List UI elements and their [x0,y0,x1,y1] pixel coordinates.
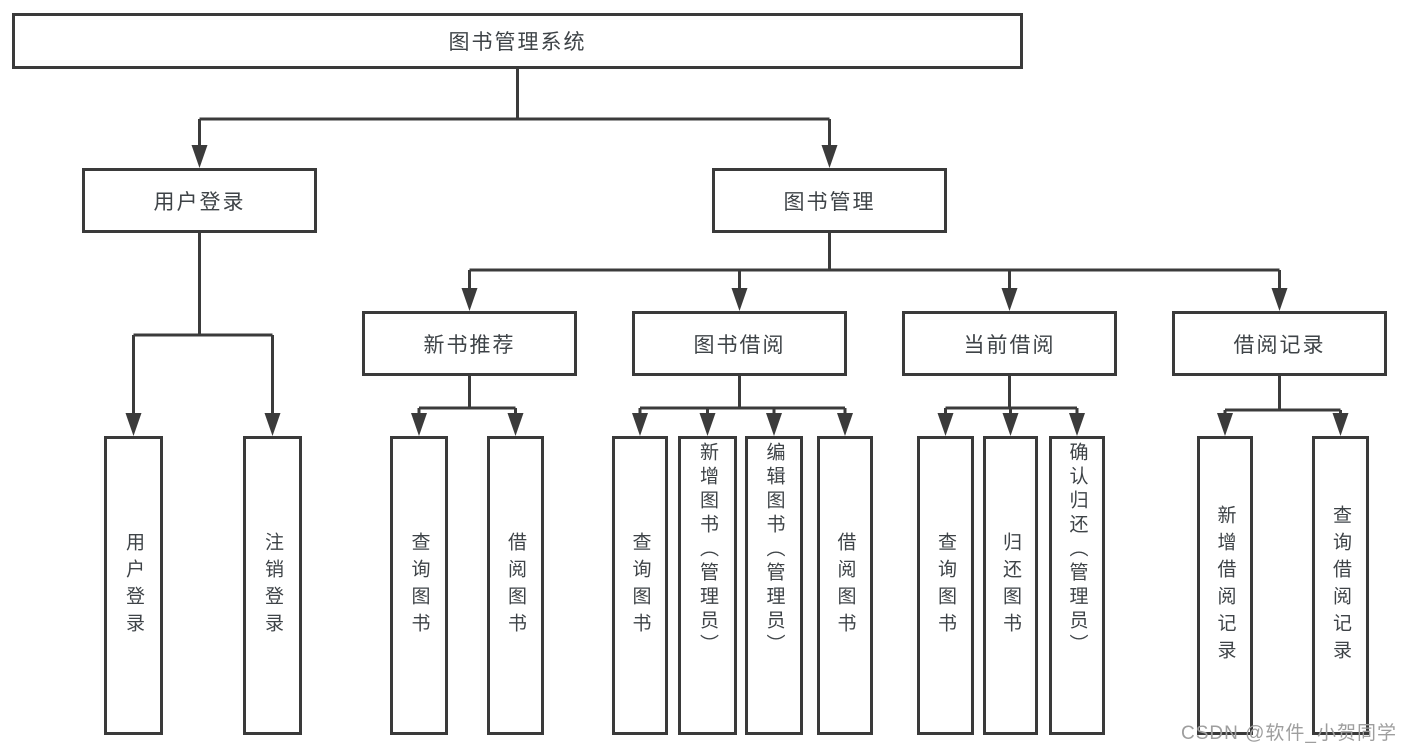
leaf-borrow-books-recommend: 借阅图书 [487,436,544,735]
leaf-label: 查询图书 [935,531,956,640]
node-new-book-recommend-label: 新书推荐 [423,333,516,357]
leaf-query-books-borrowing: 查询图书 [612,436,668,735]
leaf-label: 新增借阅记录 [1214,504,1236,667]
leaf-label: 用户登录 [123,531,144,640]
leaf-edit-books-admin: 编辑图书（管理员） [745,436,803,735]
leaf-label: 归还图书 [1000,531,1021,640]
leaf-user-login-action: 用户登录 [104,436,163,735]
node-new-book-recommend: 新书推荐 [362,311,577,376]
node-borrow-records-label: 借阅记录 [1233,333,1326,357]
leaf-label: 查询图书 [408,531,430,640]
node-book-management: 图书管理 [712,168,947,233]
node-book-borrowing-label: 图书借阅 [693,333,786,357]
node-book-borrowing: 图书借阅 [632,311,847,376]
leaf-borrow-books-borrowing: 借阅图书 [817,436,873,735]
node-user-login-label: 用户登录 [153,190,246,214]
leaf-query-books-current: 查询图书 [917,436,974,735]
leaf-label: 查询图书 [629,531,651,640]
leaf-confirm-return-admin: 确认归还（管理员） [1049,436,1105,735]
leaf-logout-action: 注销登录 [243,436,302,735]
leaf-label: 新增图书（管理员） [697,442,718,658]
leaf-add-borrow-record: 新增借阅记录 [1197,436,1253,735]
node-current-borrowing-label: 当前借阅 [963,333,1056,357]
leaf-label: 注销登录 [262,531,283,640]
leaf-add-books-admin: 新增图书（管理员） [678,436,737,735]
leaf-query-borrow-record: 查询借阅记录 [1312,436,1369,735]
node-current-borrowing: 当前借阅 [902,311,1117,376]
leaf-label: 借阅图书 [505,531,526,640]
node-book-management-label: 图书管理 [783,190,876,214]
leaf-return-books: 归还图书 [983,436,1038,735]
leaf-label: 借阅图书 [834,531,856,640]
node-borrow-records: 借阅记录 [1172,311,1387,376]
node-user-login: 用户登录 [82,168,317,233]
leaf-query-books-recommend: 查询图书 [390,436,448,735]
leaf-label: 查询借阅记录 [1330,504,1351,667]
node-root-label: 图书管理系统 [448,31,587,54]
csdn-watermark: CSDN @软件_小贺同学 [1181,723,1397,744]
leaf-label: 确认归还（管理员） [1066,442,1088,658]
leaf-label: 编辑图书（管理员） [763,442,785,658]
node-root-system: 图书管理系统 [12,13,1023,69]
